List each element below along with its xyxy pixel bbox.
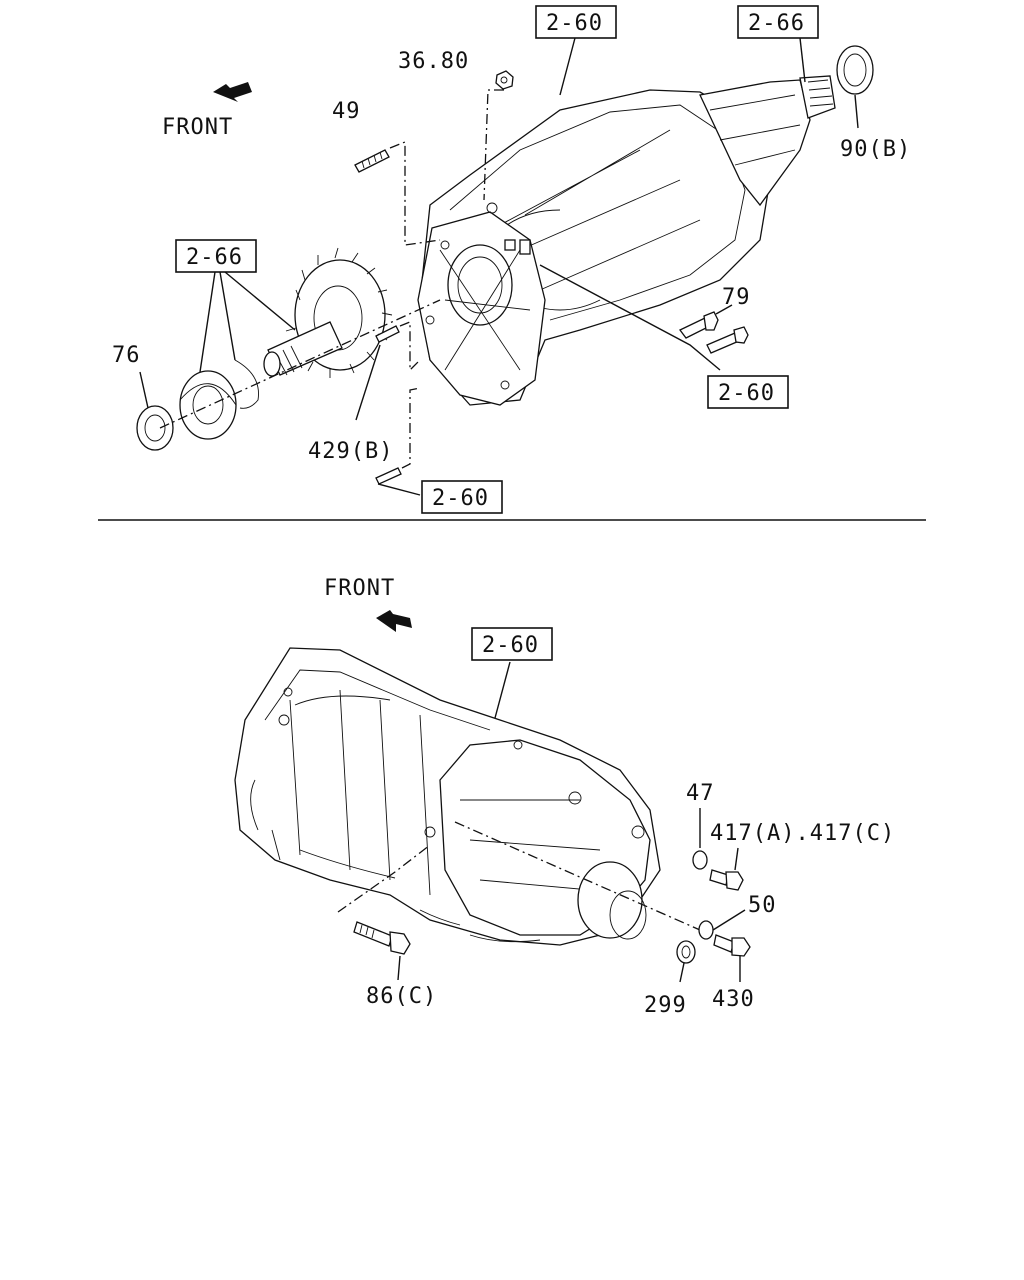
ref-box-pin <box>421 480 503 514</box>
stud-leader <box>389 141 441 246</box>
bottom-assembled-view: FRONT <box>234 576 895 1018</box>
ref-box-gear <box>175 239 257 273</box>
output-seal <box>836 45 874 95</box>
nut-part <box>495 70 514 90</box>
bolt-79-part <box>679 311 719 339</box>
bolt-part <box>706 326 749 354</box>
stud-part <box>354 149 390 173</box>
ref-box-bolt <box>707 375 789 409</box>
oring-lower-leader <box>712 909 746 931</box>
lower-pin-part <box>375 467 402 485</box>
bearing-seal <box>136 405 174 451</box>
callout-dowel-pin: 429(B) <box>308 439 393 464</box>
plug-lower-part <box>713 934 751 957</box>
lower-pin-ref-leader <box>377 483 421 496</box>
oring-lower-part <box>698 920 714 940</box>
gear-ref-leaders <box>199 271 296 373</box>
front-label-top: FRONT <box>162 115 233 140</box>
pin-ref-leader <box>355 344 381 421</box>
callout-seal: 299 <box>644 993 687 1018</box>
seal-leader <box>679 962 685 983</box>
dowel-pin-part <box>375 325 400 343</box>
bolt-86c-part <box>353 921 411 955</box>
bolt-86c-leader <box>397 955 401 981</box>
bolt-ref-leader <box>539 264 721 371</box>
ref-label-housing: 2-60 <box>546 11 603 36</box>
oring-upper-part <box>692 850 708 870</box>
transfer-case <box>234 647 661 946</box>
ref-label-bolt: 2-60 <box>718 381 775 406</box>
bolt-86c-axis <box>337 844 431 913</box>
output-ref-leader <box>799 37 806 83</box>
callout-plug-upper: 417(A).417(C) <box>710 821 895 846</box>
housing-ref-leader <box>559 37 576 96</box>
output-seal-leader <box>854 94 859 129</box>
ref-label-output: 2-66 <box>748 11 805 36</box>
seal-part <box>676 940 696 964</box>
top-exploded-view: FRONT <box>112 5 911 514</box>
front-arrow-icon <box>213 82 252 102</box>
ref-label-gear: 2-66 <box>186 245 243 270</box>
case-ref-leader <box>494 661 511 719</box>
transfer-housing <box>417 75 836 406</box>
front-label-bottom: FRONT <box>324 576 395 601</box>
callout-oring-upper: 47 <box>686 781 715 806</box>
callout-stud: 49 <box>332 99 361 124</box>
callout-output-seal: 90(B) <box>840 137 911 162</box>
ref-label-pin: 2-60 <box>432 486 489 511</box>
ref-label-case: 2-60 <box>482 633 539 658</box>
lower-pin-leader <box>401 387 421 469</box>
case-axis-line <box>454 821 701 931</box>
bearing-part <box>179 370 237 440</box>
bearing-seal-leader <box>139 371 149 409</box>
snap-ring-part <box>234 359 259 409</box>
front-arrow-icon <box>376 610 412 632</box>
nut-leader <box>483 89 504 201</box>
ref-box-housing <box>535 5 617 39</box>
callout-bolt: 86(C) <box>366 984 437 1009</box>
callout-plug-lower: 430 <box>712 987 755 1012</box>
gear-shaft-part <box>263 247 393 378</box>
ref-box-output <box>737 5 819 39</box>
callout-oring-lower: 50 <box>748 893 777 918</box>
plug-upper-part <box>709 869 744 891</box>
callout-nut: 36.80 <box>398 49 469 74</box>
dowel-pin-leader <box>399 321 421 372</box>
callout-bearing-seal: 76 <box>112 343 141 368</box>
ref-box-case <box>471 627 553 661</box>
plug-upper-leader <box>734 847 739 871</box>
callout-bolt: 79 <box>722 285 751 310</box>
bolt-79-leader <box>715 304 733 315</box>
